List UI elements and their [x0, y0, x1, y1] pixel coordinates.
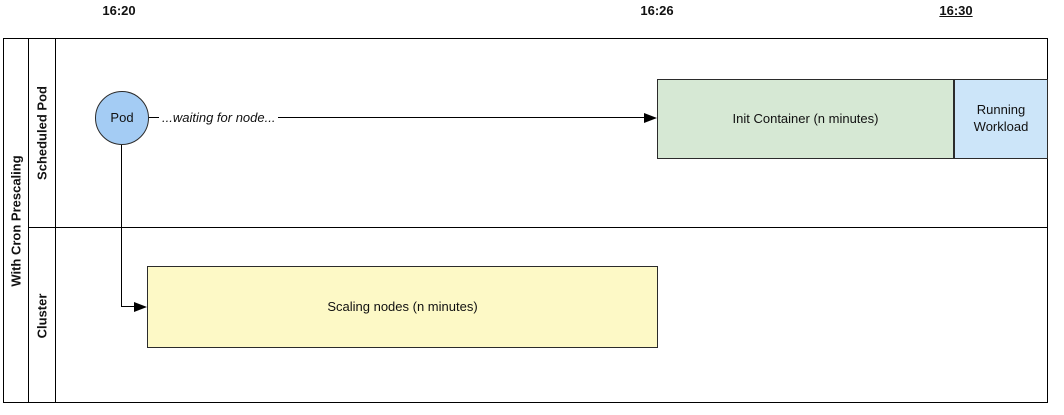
pool-title: With Cron Prescaling: [8, 155, 24, 287]
scaling-nodes-box: Scaling nodes (n minutes): [147, 266, 658, 348]
init-container-box: Init Container (n minutes): [657, 79, 954, 159]
pool-frame: With Cron Prescaling Scheduled Pod Clust…: [3, 38, 1048, 403]
lane-label-cluster: Cluster: [34, 293, 50, 339]
lane-divider: [28, 227, 1047, 228]
time-label-16-26: 16:26: [640, 3, 674, 18]
scaling-nodes-label: Scaling nodes (n minutes): [327, 298, 478, 314]
arrow-pod-to-scaling-horizontal: [121, 306, 136, 307]
waiting-for-node-label: ...waiting for node...: [159, 110, 279, 125]
lane-label-scheduled-pod: Scheduled Pod: [34, 86, 50, 180]
arrow-pod-to-init-line: [149, 117, 645, 118]
time-label-16-30: 16:30: [939, 3, 973, 18]
running-workload-box: Running Workload: [954, 79, 1048, 159]
time-label-16-20: 16:20: [102, 3, 136, 18]
arrow-pod-to-scaling-vertical: [121, 145, 122, 307]
running-workload-label: Running Workload: [973, 102, 1029, 134]
arrow-pod-to-init-head: [644, 113, 657, 123]
lane-header-divider: [55, 39, 56, 402]
init-container-label: Init Container (n minutes): [732, 110, 879, 126]
pod-node-label: Pod: [110, 109, 134, 125]
pool-title-divider: [28, 39, 29, 402]
pod-node: Pod: [95, 91, 149, 145]
arrow-pod-to-scaling-head: [134, 302, 147, 312]
